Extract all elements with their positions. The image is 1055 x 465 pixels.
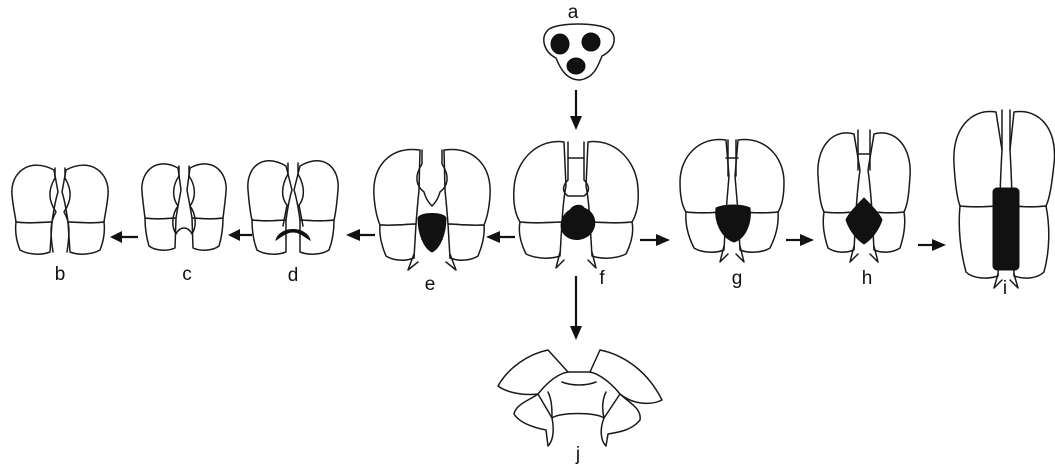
arrow-g-to-h (786, 234, 814, 246)
label-h: h (862, 268, 873, 289)
label-e: e (425, 274, 436, 295)
tetrad-a (544, 24, 614, 80)
label-f: f (599, 268, 605, 289)
arrow-c-to-b (110, 231, 138, 243)
pollen-form-f (514, 141, 639, 268)
nucleus (418, 214, 446, 253)
pollen-form-j (498, 350, 662, 446)
arrow-d-to-c (228, 229, 252, 241)
label-g: g (732, 268, 743, 289)
pollen-form-h (818, 130, 910, 262)
label-i: i (1003, 278, 1007, 299)
arrow-f-to-g (640, 234, 670, 246)
pollen-form-c (142, 164, 226, 250)
nucleus (582, 33, 600, 51)
label-a: a (568, 2, 579, 23)
arrow-h-to-i (918, 239, 946, 251)
nucleus (551, 34, 569, 54)
label-b: b (55, 264, 66, 285)
pollen-form-i (954, 110, 1055, 288)
label-j: j (575, 444, 580, 465)
arrow-f-to-e (486, 231, 515, 243)
arrow-e-to-d (346, 229, 375, 241)
label-d: d (288, 265, 299, 286)
arrow-a-to-f (570, 90, 582, 130)
nucleus (993, 188, 1019, 270)
pollen-form-g (680, 139, 784, 262)
pollen-form-b (12, 165, 108, 254)
nucleus (567, 58, 585, 74)
pollen-form-d (248, 161, 338, 254)
label-c: c (182, 264, 192, 285)
arrow-f-to-j (570, 276, 582, 340)
pollen-form-e (374, 149, 490, 270)
